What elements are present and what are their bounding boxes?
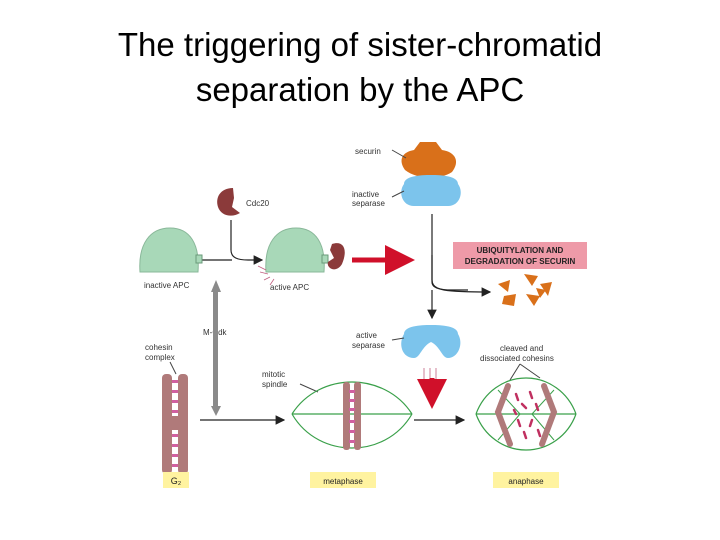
metaphase-cell: [291, 381, 413, 450]
active-separase-label-1: active: [356, 331, 377, 340]
active-apc-label: active APC: [270, 283, 309, 292]
securin-fragments: [498, 274, 552, 306]
stage-anaphase: anaphase: [493, 472, 559, 488]
g2-chromosome: [162, 374, 188, 474]
stage-metaphase: metaphase: [310, 472, 376, 488]
active-separase-shape: [401, 325, 461, 358]
title-line-1: The triggering of sister-chromatid: [117, 26, 603, 63]
anaphase-cell: [475, 377, 577, 451]
inactive-separase-label-2: separase: [352, 199, 385, 208]
stage-anaphase-label: anaphase: [508, 477, 544, 486]
cleaved-label-1: cleaved and: [500, 344, 543, 353]
inactive-separase-label-1: inactive: [352, 190, 380, 199]
stage-metaphase-label: metaphase: [323, 477, 363, 486]
mitotic-label-1: mitotic: [262, 370, 285, 379]
slide-title: The triggering of sister-chromatid separ…: [0, 22, 720, 112]
stage-g2-label: G₂: [171, 476, 182, 486]
cleaved-label-2: dissociated cohesins: [480, 354, 554, 363]
active-separase-label-2: separase: [352, 341, 385, 350]
stage-g2: G₂: [163, 472, 189, 488]
mitotic-label-2: spindle: [262, 380, 288, 389]
cohesin-label-2: complex: [145, 353, 175, 362]
title-line-2: separation by the APC: [195, 71, 525, 108]
degradation-label-1: UBIQUITYLATION AND: [477, 246, 564, 255]
m-cdk-arrow: [211, 280, 221, 416]
cdc20-shape: [217, 188, 240, 216]
cdc20-label: Cdc20: [246, 199, 270, 208]
inactive-apc-shape: [139, 227, 203, 273]
degradation-box: UBIQUITYLATION AND DEGRADATION OF SECURI…: [453, 242, 587, 269]
inactive-separase-shape: [401, 175, 461, 206]
securin-label: securin: [355, 147, 381, 156]
degradation-label-2: DEGRADATION OF SECURIN: [465, 257, 576, 266]
securin-shape: [401, 142, 457, 178]
active-apc-shape: [257, 227, 345, 286]
cohesin-label-1: cohesin: [145, 343, 173, 352]
inactive-apc-label: inactive APC: [144, 281, 190, 290]
